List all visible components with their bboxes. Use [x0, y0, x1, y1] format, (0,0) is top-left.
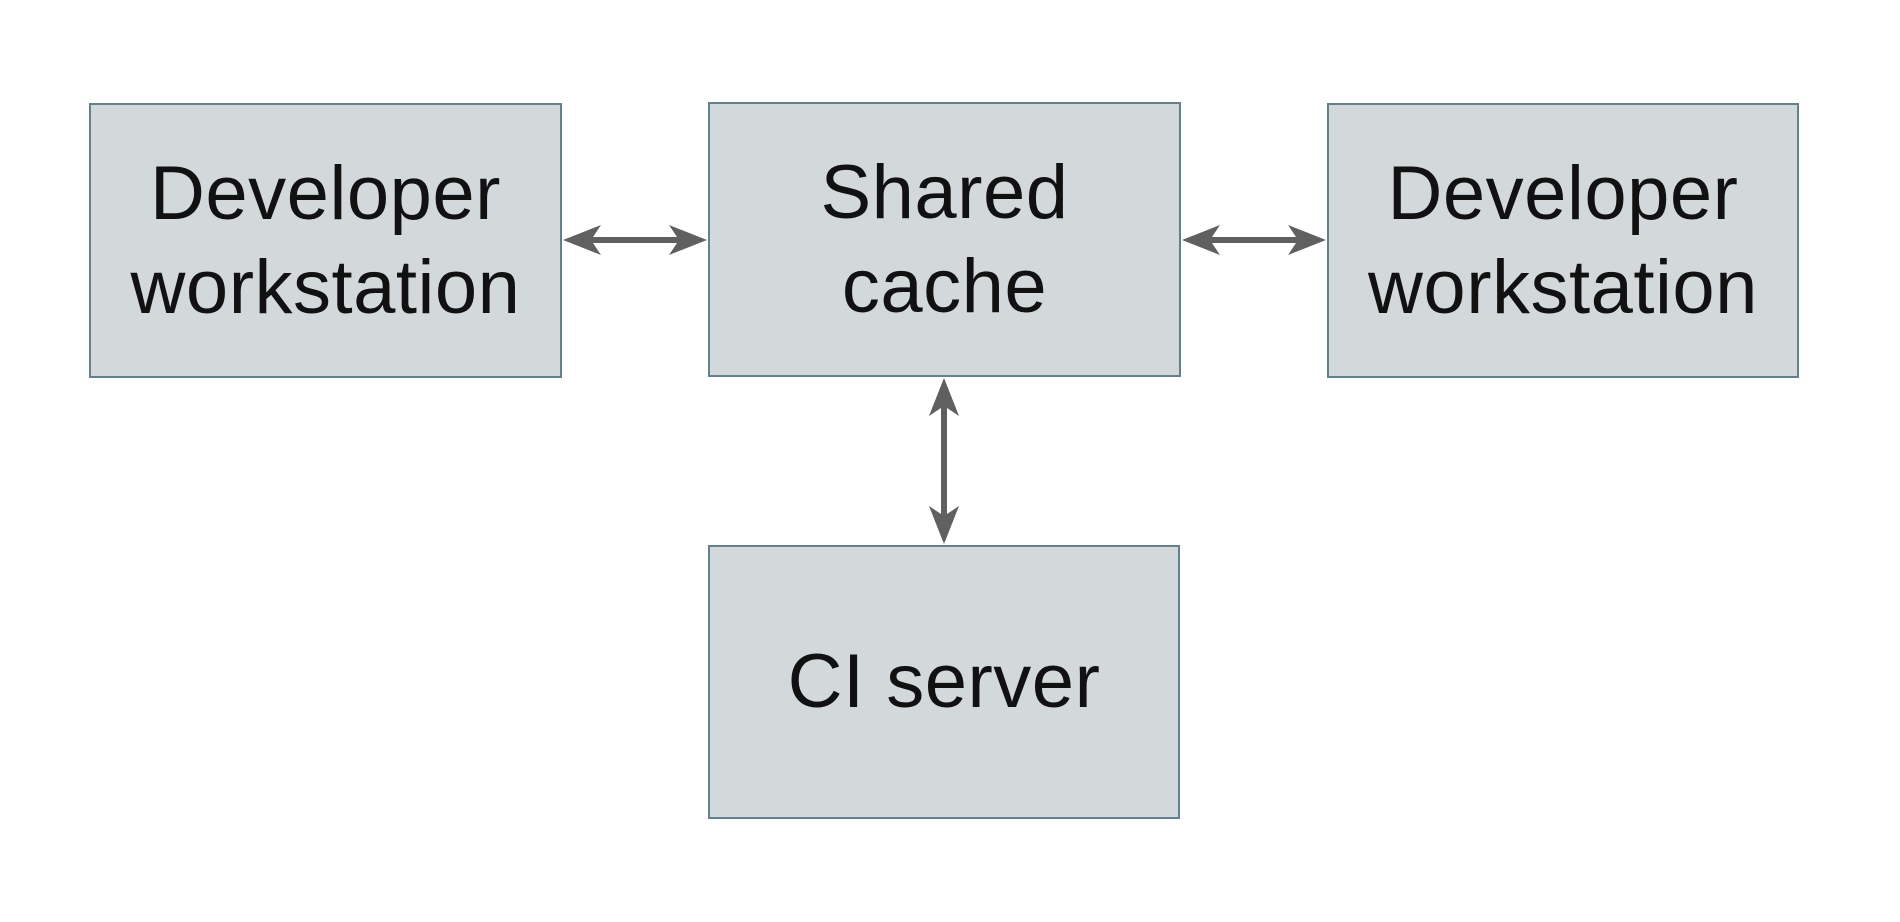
node-label-line: workstation [130, 244, 521, 330]
node-label-line: CI server [787, 639, 1101, 724]
node-shared-cache: Shared cache [708, 102, 1181, 377]
node-developer-workstation-left: Developer workstation [89, 103, 562, 378]
node-label: Developer workstation [1329, 147, 1797, 335]
bidirectional-arrow-left-workstation-shared-cache [563, 225, 707, 255]
node-label: CI server [710, 635, 1178, 729]
bidirectional-arrow-shared-cache-ci-server [929, 378, 959, 544]
node-label-line: cache [841, 243, 1048, 329]
node-label: Shared cache [710, 146, 1179, 334]
bidirectional-arrow-shared-cache-right-workstation [1182, 225, 1326, 255]
node-label-line: Developer [150, 150, 501, 236]
node-label: Developer workstation [91, 147, 560, 335]
node-ci-server: CI server [708, 545, 1180, 819]
node-label-line: Developer [1387, 150, 1739, 236]
node-label-line: Shared [820, 149, 1069, 235]
node-developer-workstation-right: Developer workstation [1327, 103, 1799, 378]
node-label-line: workstation [1368, 244, 1758, 330]
